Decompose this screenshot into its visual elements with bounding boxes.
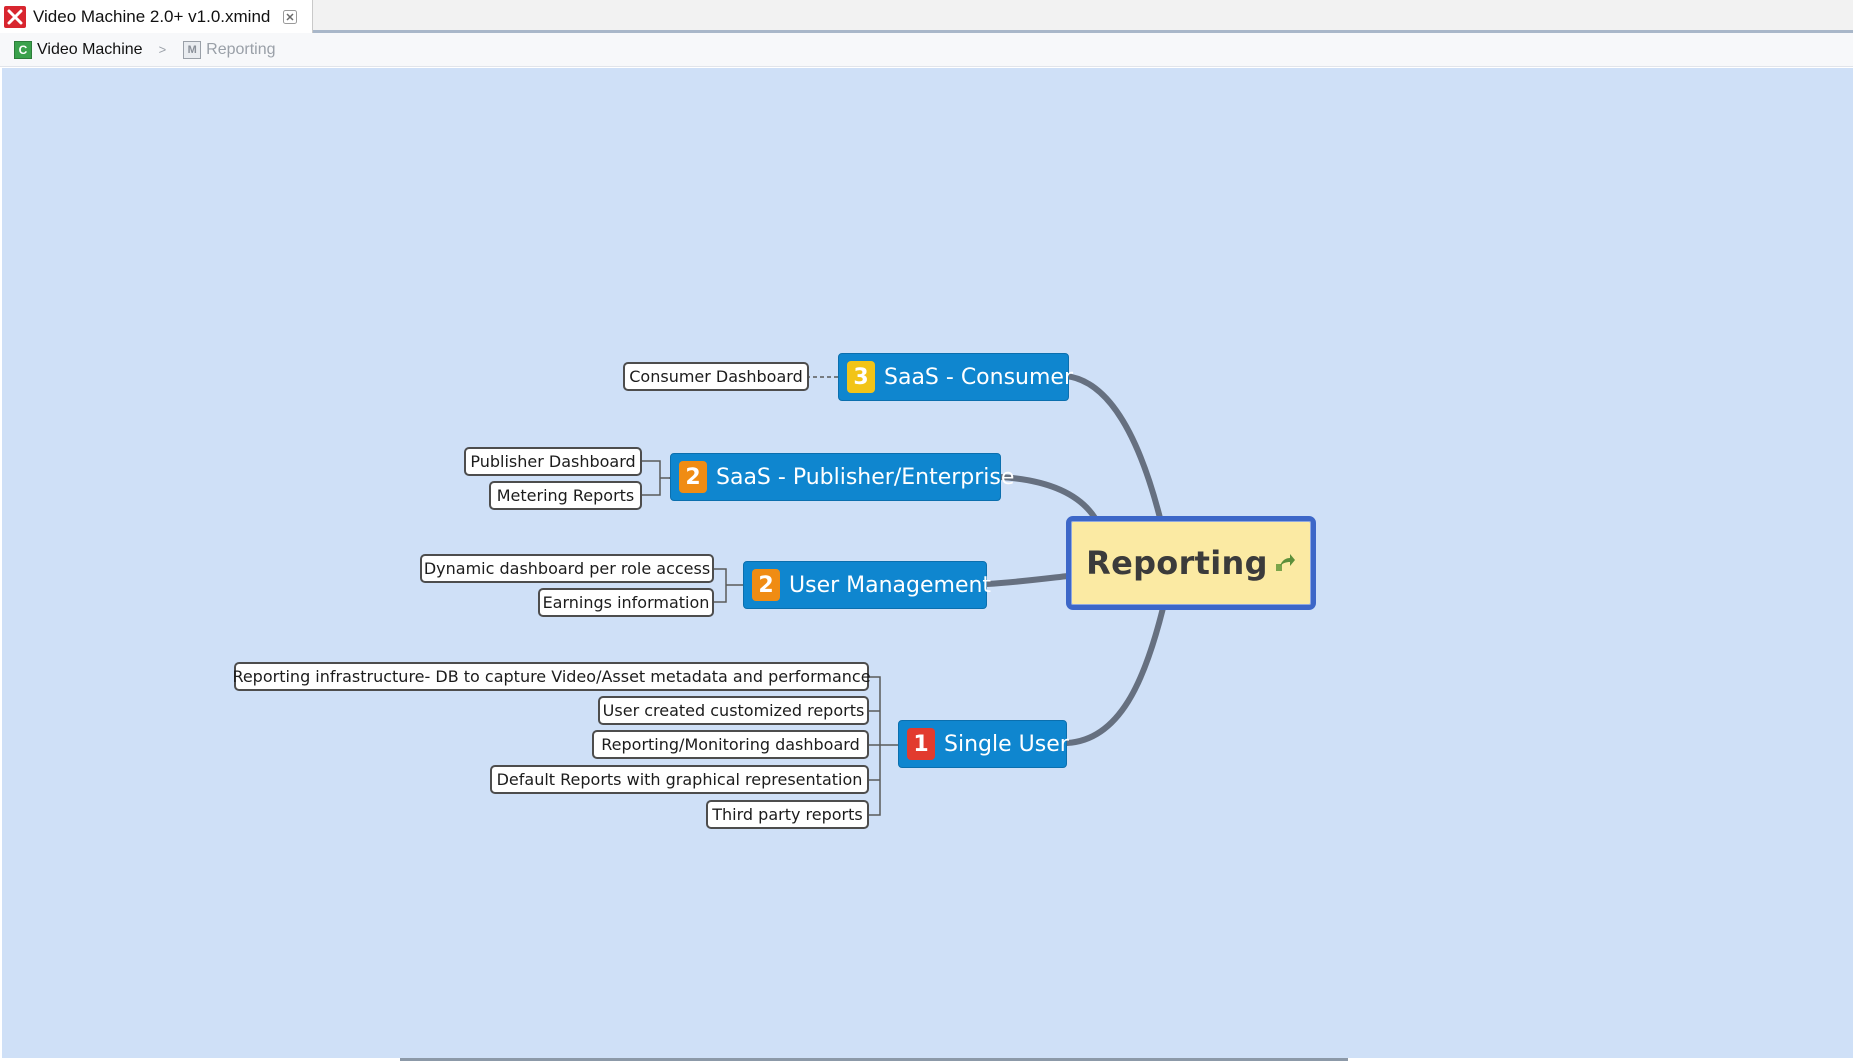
priority-2-icon: 2 xyxy=(679,461,707,493)
breadcrumb-label: Video Machine xyxy=(37,40,143,58)
main-topic-saas-consumer[interactable]: 3 SaaS - Consumer xyxy=(838,353,1073,401)
central-topic-label: Reporting xyxy=(1086,544,1268,582)
priority-2-icon: 2 xyxy=(752,569,780,601)
subtopic-user-created-reports[interactable]: User created customized reports xyxy=(598,696,869,725)
subtopic-earnings-information[interactable]: Earnings information xyxy=(538,588,714,617)
main-topic-user-management[interactable]: 2 User Management xyxy=(743,561,991,609)
subtopic-label: Publisher Dashboard xyxy=(470,452,636,471)
main-topic-saas-publisher-enterprise[interactable]: 2 SaaS - Publisher/Enterprise xyxy=(670,453,1014,501)
main-topic-label: User Management xyxy=(789,572,992,598)
main-topic-label: SaaS - Publisher/Enterprise xyxy=(716,464,1015,490)
subtopic-label: Dynamic dashboard per role access xyxy=(423,559,711,578)
subtopic-label: Default Reports with graphical represent… xyxy=(496,770,863,789)
subtopic-dynamic-dashboard[interactable]: Dynamic dashboard per role access xyxy=(420,554,714,583)
topic-icon: M xyxy=(183,40,202,59)
subtopic-label: Reporting/Monitoring dashboard xyxy=(601,735,860,754)
subtopic-label: Reporting infrastructure- DB to capture … xyxy=(232,667,871,686)
subtopic-label: User created customized reports xyxy=(602,701,865,720)
subtopic-label: Consumer Dashboard xyxy=(629,367,803,386)
breadcrumb-separator: > xyxy=(158,42,167,57)
main-topic-label: Single User xyxy=(944,731,1069,757)
subtopic-label: Earnings information xyxy=(542,593,710,612)
central-topic-reporting[interactable]: Reporting xyxy=(1066,516,1316,610)
subtopic-reporting-infrastructure[interactable]: Reporting infrastructure- DB to capture … xyxy=(232,662,871,691)
xmind-app-icon xyxy=(4,5,26,28)
breadcrumb: C Video Machine > M Reporting xyxy=(0,33,1853,67)
subtopic-consumer-dashboard[interactable]: Consumer Dashboard xyxy=(623,362,809,391)
subtopic-label: Metering Reports xyxy=(496,486,635,505)
priority-3-icon: 3 xyxy=(847,361,875,393)
sheet-icon: C xyxy=(14,40,32,59)
subtopic-label: Third party reports xyxy=(712,805,863,824)
subtopic-reporting-monitoring-dashboard[interactable]: Reporting/Monitoring dashboard xyxy=(592,730,869,759)
breadcrumb-label: Reporting xyxy=(206,40,276,58)
subtopic-publisher-dashboard[interactable]: Publisher Dashboard xyxy=(464,447,642,476)
subtopic-metering-reports[interactable]: Metering Reports xyxy=(489,481,642,510)
horizontal-scrollbar[interactable] xyxy=(400,1058,1348,1061)
close-tab-icon[interactable] xyxy=(282,9,298,25)
main-topic-single-user[interactable]: 1 Single User xyxy=(898,720,1069,768)
document-tab[interactable]: Video Machine 2.0+ v1.0.xmind xyxy=(0,0,313,33)
document-tab-title: Video Machine 2.0+ v1.0.xmind xyxy=(33,6,271,26)
subtopic-default-reports[interactable]: Default Reports with graphical represent… xyxy=(490,765,869,794)
editor-tab-bar: Video Machine 2.0+ v1.0.xmind xyxy=(0,0,1853,33)
breadcrumb-item-video-machine[interactable]: C Video Machine xyxy=(14,40,143,59)
share-arrow-icon xyxy=(1274,553,1296,573)
breadcrumb-item-reporting[interactable]: M Reporting xyxy=(183,40,276,59)
subtopic-third-party-reports[interactable]: Third party reports xyxy=(706,800,869,829)
priority-1-icon: 1 xyxy=(907,728,935,760)
main-topic-label: SaaS - Consumer xyxy=(884,364,1073,390)
